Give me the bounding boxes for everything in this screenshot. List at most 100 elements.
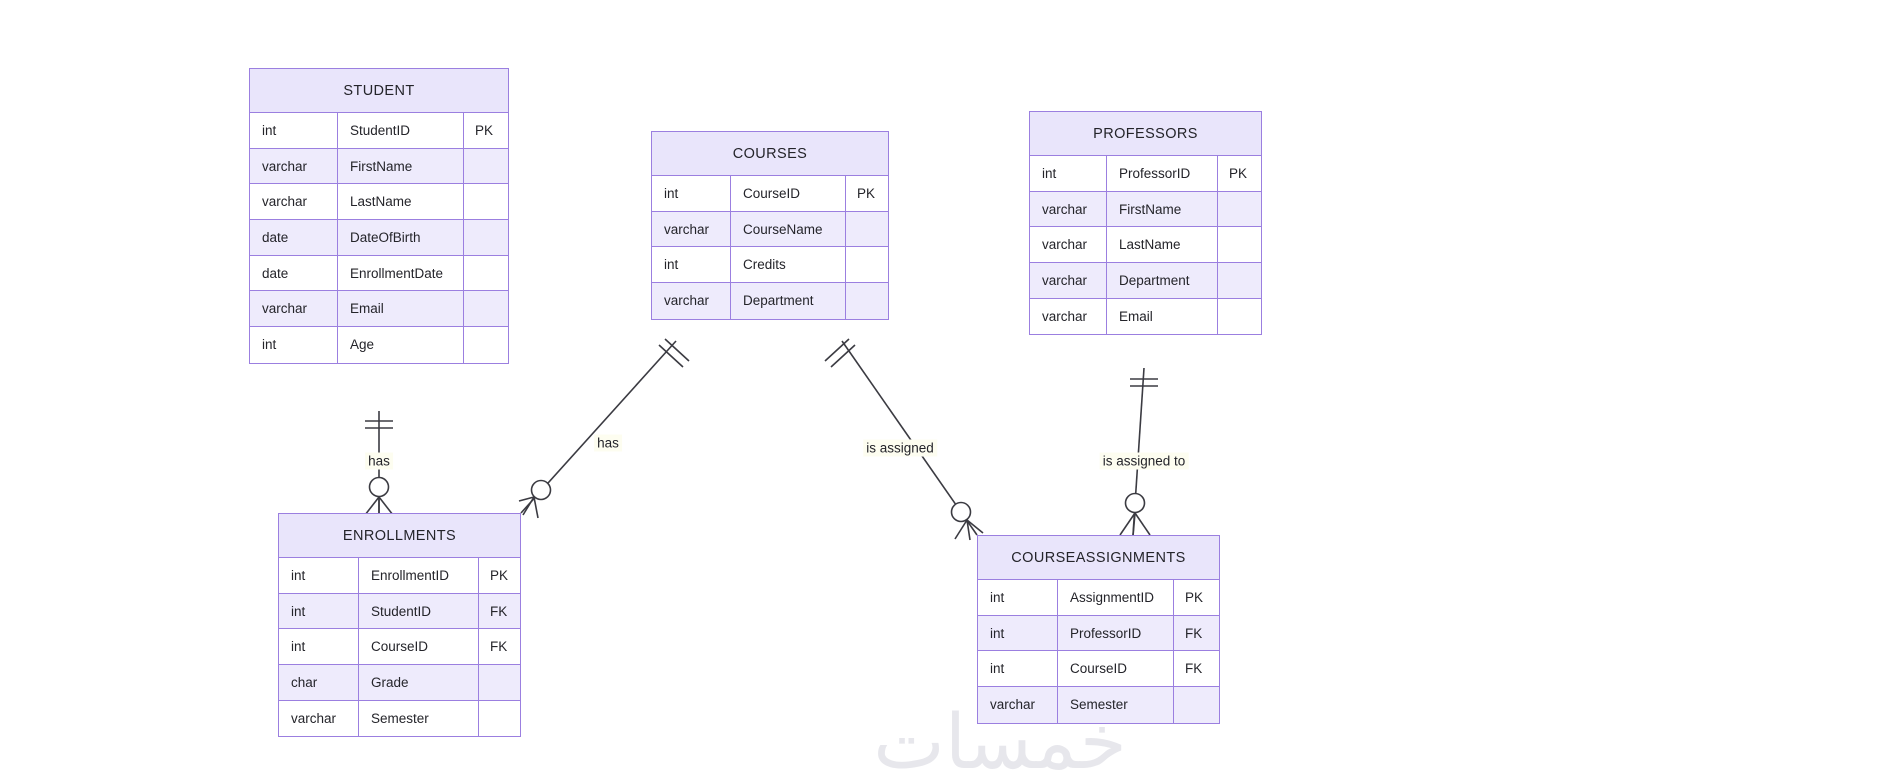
attribute-key	[846, 212, 888, 247]
attribute-key: PK	[857, 185, 876, 201]
attribute-type: int	[250, 113, 338, 148]
attribute-name: Department	[731, 283, 846, 319]
attribute-key	[464, 220, 508, 255]
attribute-type: varchar	[1030, 298, 1107, 335]
attribute-type: varchar	[1030, 227, 1107, 263]
attribute-name: EnrollmentDate	[338, 255, 464, 291]
attribute-name: FirstName	[338, 148, 464, 184]
entity-title-courses: COURSES	[652, 132, 888, 176]
attribute-name: StudentID	[359, 593, 479, 629]
attribute-name: Semester	[359, 700, 479, 737]
attribute-type: varchar	[1030, 263, 1107, 298]
relationship-line-courses-enrollments	[518, 338, 690, 519]
attribute-name: Grade	[359, 665, 479, 700]
attribute-type: int	[279, 558, 359, 593]
entity-title-professors: PROFESSORS	[1030, 112, 1261, 156]
attribute-name: CourseName	[731, 211, 846, 247]
attribute-key: PK	[1185, 589, 1204, 605]
attribute-name: CourseID	[359, 629, 479, 665]
attribute-name: LastName	[1107, 227, 1218, 263]
attribute-name: CourseID	[731, 176, 846, 211]
attribute-name: Semester	[1058, 687, 1174, 723]
attribute-name: Age	[338, 327, 464, 363]
attribute-key: FK	[1185, 661, 1203, 677]
attribute-type: int	[250, 327, 338, 363]
attribute-key	[1218, 263, 1261, 298]
attribute-type: int	[978, 651, 1058, 687]
attribute-name: Email	[338, 291, 464, 327]
attribute-name: ProfessorID	[1107, 156, 1218, 191]
attribute-name: Credits	[731, 247, 846, 283]
attribute-name: Email	[1107, 298, 1218, 335]
attribute-key: PK	[1229, 165, 1248, 181]
attribute-key	[846, 283, 888, 319]
attribute-type: varchar	[652, 283, 731, 319]
attribute-key: FK	[490, 603, 508, 619]
attribute-type: int	[279, 629, 359, 665]
entity-title-enrollments: ENROLLMENTS	[279, 514, 520, 558]
attribute-key	[1174, 687, 1219, 723]
relationship-label-professors-courseassignments: is assigned to	[1099, 452, 1189, 470]
attribute-key	[479, 665, 520, 700]
attribute-type: date	[250, 220, 338, 255]
attribute-type: varchar	[279, 700, 359, 737]
attribute-key	[464, 184, 508, 219]
attribute-name: StudentID	[338, 113, 464, 148]
attribute-type: int	[279, 593, 359, 629]
attribute-type: varchar	[1030, 191, 1107, 227]
attribute-key: FK	[490, 639, 508, 655]
attribute-key	[479, 701, 520, 737]
attribute-type: char	[279, 665, 359, 700]
attribute-name: LastName	[338, 184, 464, 220]
attribute-type: int	[978, 580, 1058, 615]
attribute-key	[464, 256, 508, 291]
attribute-type: int	[978, 615, 1058, 651]
attribute-type: varchar	[250, 184, 338, 220]
attribute-key	[1218, 192, 1261, 227]
attribute-type: varchar	[978, 687, 1058, 723]
attribute-key	[846, 247, 888, 282]
attribute-type: varchar	[652, 211, 731, 247]
attribute-type: varchar	[250, 291, 338, 327]
attribute-type: int	[1030, 156, 1107, 191]
attribute-type: int	[652, 247, 731, 283]
attribute-name: AssignmentID	[1058, 580, 1174, 615]
entity-title-student: STUDENT	[250, 69, 508, 113]
attribute-type: varchar	[250, 148, 338, 184]
relationship-label-courses-courseassignments: is assigned	[863, 439, 937, 457]
attribute-key	[464, 327, 508, 363]
attribute-name: FirstName	[1107, 191, 1218, 227]
attribute-name: ProfessorID	[1058, 615, 1174, 651]
